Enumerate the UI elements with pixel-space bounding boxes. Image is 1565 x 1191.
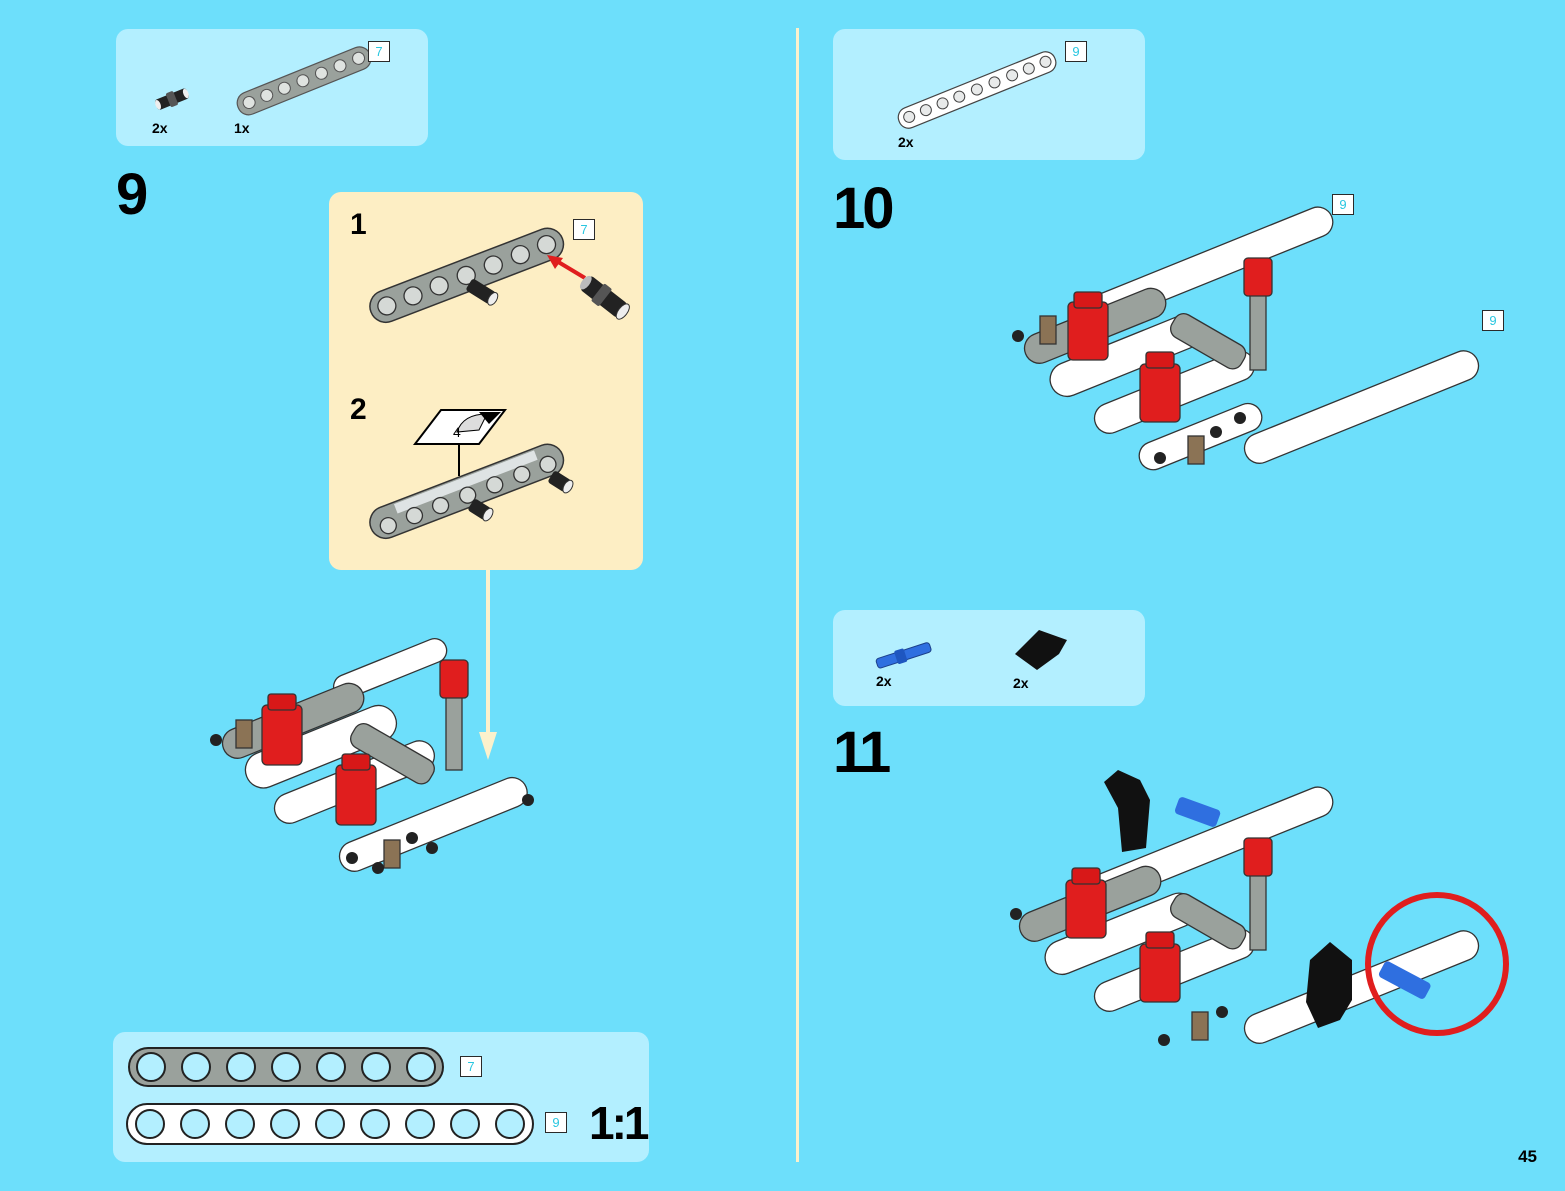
page-number: 45 bbox=[1518, 1147, 1537, 1167]
